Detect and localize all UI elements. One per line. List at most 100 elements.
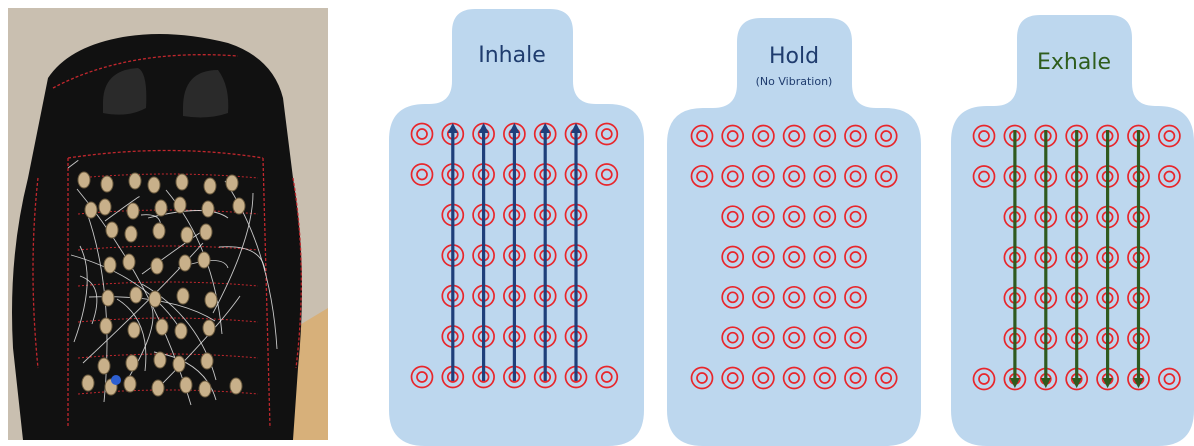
motor-ring-inner bbox=[696, 170, 708, 183]
panel-subtitle: (No Vibration) bbox=[756, 75, 833, 88]
motor-ring-inner bbox=[788, 130, 800, 142]
motor bbox=[232, 197, 246, 215]
panel-exhale: Exhale bbox=[951, 15, 1194, 446]
motor-ring-inner bbox=[818, 372, 831, 384]
motor-ring-inner bbox=[757, 291, 770, 304]
motor-ring-outer bbox=[813, 285, 837, 309]
motor bbox=[176, 287, 190, 305]
motor-ring-inner bbox=[757, 331, 770, 344]
motor-ring-outer bbox=[813, 245, 837, 269]
motor bbox=[103, 256, 117, 274]
motor-ring-outer bbox=[972, 124, 996, 148]
motor-ring-inner bbox=[600, 128, 613, 140]
motor-ring-inner bbox=[757, 210, 770, 223]
stitch-line bbox=[67, 149, 264, 159]
motor-ring-inner bbox=[880, 372, 893, 384]
seat-motors bbox=[77, 171, 246, 398]
motor-ring-outer bbox=[844, 205, 867, 229]
motor-ring-inner bbox=[788, 170, 800, 183]
motor-ring-inner bbox=[818, 331, 831, 344]
motor-ring-inner bbox=[757, 170, 770, 183]
motor-ring-outer bbox=[844, 245, 867, 269]
motor-ring-outer bbox=[972, 367, 996, 391]
motor bbox=[148, 290, 162, 308]
motor-ring-outer bbox=[844, 164, 867, 188]
motor bbox=[202, 319, 216, 337]
stitch-line bbox=[52, 54, 239, 89]
motor-ring-outer bbox=[844, 124, 867, 148]
motor-ring-outer bbox=[410, 163, 434, 186]
motor bbox=[123, 375, 137, 393]
panel-title: Hold bbox=[769, 44, 819, 69]
motor-ring-outer bbox=[782, 205, 806, 229]
motor-ring-outer bbox=[813, 326, 837, 350]
stitch-line bbox=[77, 353, 259, 359]
blue-clip bbox=[111, 375, 121, 385]
motor-ring-outer bbox=[844, 326, 867, 350]
panel-title: Exhale bbox=[1037, 50, 1111, 75]
motor bbox=[200, 352, 214, 370]
arrow-group bbox=[447, 122, 582, 381]
stitch-line bbox=[77, 209, 259, 215]
motor-ring-inner bbox=[696, 130, 708, 142]
motor-ring-outer bbox=[721, 366, 745, 390]
motor-ring-inner bbox=[849, 170, 862, 183]
wire bbox=[224, 180, 278, 350]
headrest-hole-left bbox=[103, 68, 147, 115]
headrest-hole-right bbox=[183, 70, 229, 118]
motor-ring-outer bbox=[410, 365, 434, 389]
motor-ring-outer bbox=[752, 326, 775, 350]
motor-ring-outer bbox=[721, 326, 745, 350]
motor-ring-inner bbox=[978, 170, 990, 183]
motor bbox=[198, 380, 212, 398]
motor bbox=[97, 357, 111, 375]
stitch-line bbox=[262, 157, 271, 429]
motor bbox=[100, 175, 114, 193]
motor-ring-outer bbox=[752, 205, 775, 229]
motor bbox=[84, 201, 98, 219]
motor-ring-inner bbox=[788, 251, 800, 263]
motor bbox=[105, 221, 119, 239]
motor bbox=[172, 355, 186, 373]
motor-ring-outer bbox=[844, 366, 867, 390]
panel-hold: Hold (No Vibration) bbox=[667, 18, 921, 446]
panel-shape bbox=[389, 9, 644, 446]
wire bbox=[116, 298, 147, 372]
motor bbox=[179, 376, 193, 394]
motor-ring-inner bbox=[788, 210, 800, 223]
motor-ring-outer bbox=[813, 124, 837, 148]
motor-ring-inner bbox=[757, 372, 770, 384]
motor-ring-inner bbox=[849, 331, 862, 344]
motor bbox=[151, 379, 165, 397]
motor-ring-outer bbox=[595, 122, 619, 146]
motor-ring-outer bbox=[782, 285, 806, 309]
motor-ring-outer bbox=[813, 366, 837, 390]
seat-photo bbox=[8, 8, 328, 440]
motor bbox=[204, 291, 218, 309]
motor bbox=[101, 289, 115, 307]
motor-ring-outer bbox=[721, 205, 745, 229]
motor-ring-inner bbox=[726, 130, 739, 142]
motor bbox=[124, 225, 138, 243]
motor bbox=[180, 226, 194, 244]
panel-inhale: Inhale bbox=[389, 9, 644, 446]
motor-ring-outer bbox=[1158, 165, 1181, 188]
motor bbox=[129, 286, 143, 304]
motor bbox=[175, 173, 189, 191]
motor bbox=[77, 171, 91, 189]
motor-ring-outer bbox=[752, 124, 775, 148]
motor-ring-inner bbox=[880, 130, 893, 142]
motor-ring-outer bbox=[1158, 367, 1181, 391]
motor bbox=[99, 317, 113, 335]
motor bbox=[229, 377, 243, 395]
motor-ring-inner bbox=[849, 251, 862, 263]
motor bbox=[203, 177, 217, 195]
motor bbox=[201, 200, 215, 218]
motor bbox=[225, 174, 239, 192]
motor bbox=[147, 176, 161, 194]
motor-ring-outer bbox=[782, 245, 806, 269]
motor-ring-outer bbox=[752, 285, 775, 309]
motor-ring-outer bbox=[752, 164, 775, 188]
motor bbox=[197, 251, 211, 269]
motor-ring-outer bbox=[972, 165, 996, 188]
